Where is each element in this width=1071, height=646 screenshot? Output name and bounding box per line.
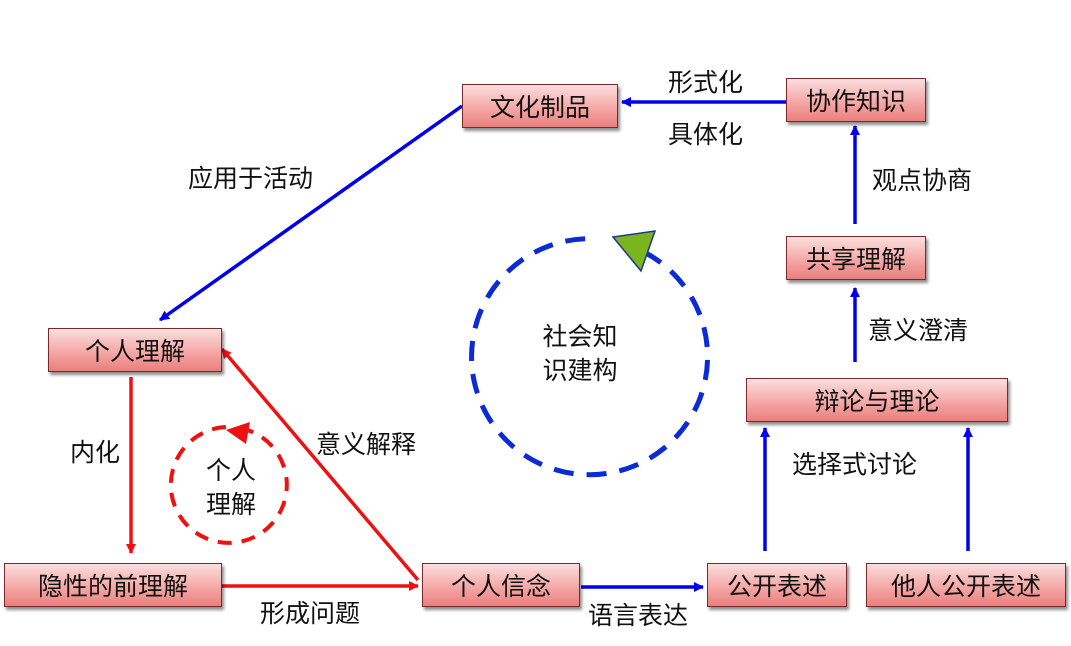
label-language-expression: 语言表达 — [588, 601, 689, 630]
social-cycle-label-line2: 识建构 — [542, 356, 618, 385]
label-selective-discussion: 选择式讨论 — [792, 450, 918, 479]
social-cycle-label: 社会知 识建构 — [520, 320, 640, 388]
label-concretization: 具体化 — [668, 120, 744, 149]
node-personal-understanding: 个人理解 — [48, 328, 222, 372]
node-shared-understanding: 共享理解 — [786, 236, 926, 280]
personal-cycle-arrowhead — [226, 422, 250, 444]
social-cycle-arrowhead — [611, 230, 657, 273]
social-cycle-ring — [469, 236, 711, 478]
node-argument-and-theory: 辩论与理论 — [746, 378, 1008, 422]
arrow-artifacts-to-personal — [158, 104, 464, 322]
arrow-belief-to-personal — [220, 347, 420, 582]
personal-cycle-label-line1: 个人 — [205, 456, 256, 485]
label-meaning-interpretation: 意义解释 — [316, 430, 417, 459]
node-tacit-preunderstanding: 隐性的前理解 — [4, 563, 222, 607]
node-collaborative-knowledge: 协作知识 — [786, 78, 926, 122]
personal-cycle-label: 个人 理解 — [186, 454, 276, 522]
label-negotiation: 观点协商 — [872, 166, 973, 195]
node-cultural-artifacts: 文化制品 — [462, 84, 618, 128]
label-apply-to-activity: 应用于活动 — [188, 164, 314, 193]
node-others-public-statement: 他人公开表述 — [866, 563, 1066, 607]
label-meaning-clarification: 意义澄清 — [868, 316, 969, 345]
node-public-statement: 公开表述 — [707, 563, 847, 607]
label-formalization: 形式化 — [668, 68, 744, 97]
label-problem-formation: 形成问题 — [260, 599, 361, 628]
node-personal-belief: 个人信念 — [422, 563, 580, 607]
social-cycle-label-line1: 社会知 — [542, 322, 618, 351]
personal-cycle-ring — [168, 424, 289, 545]
personal-cycle-label-line2: 理解 — [205, 490, 256, 519]
label-internalization: 内化 — [70, 438, 121, 467]
